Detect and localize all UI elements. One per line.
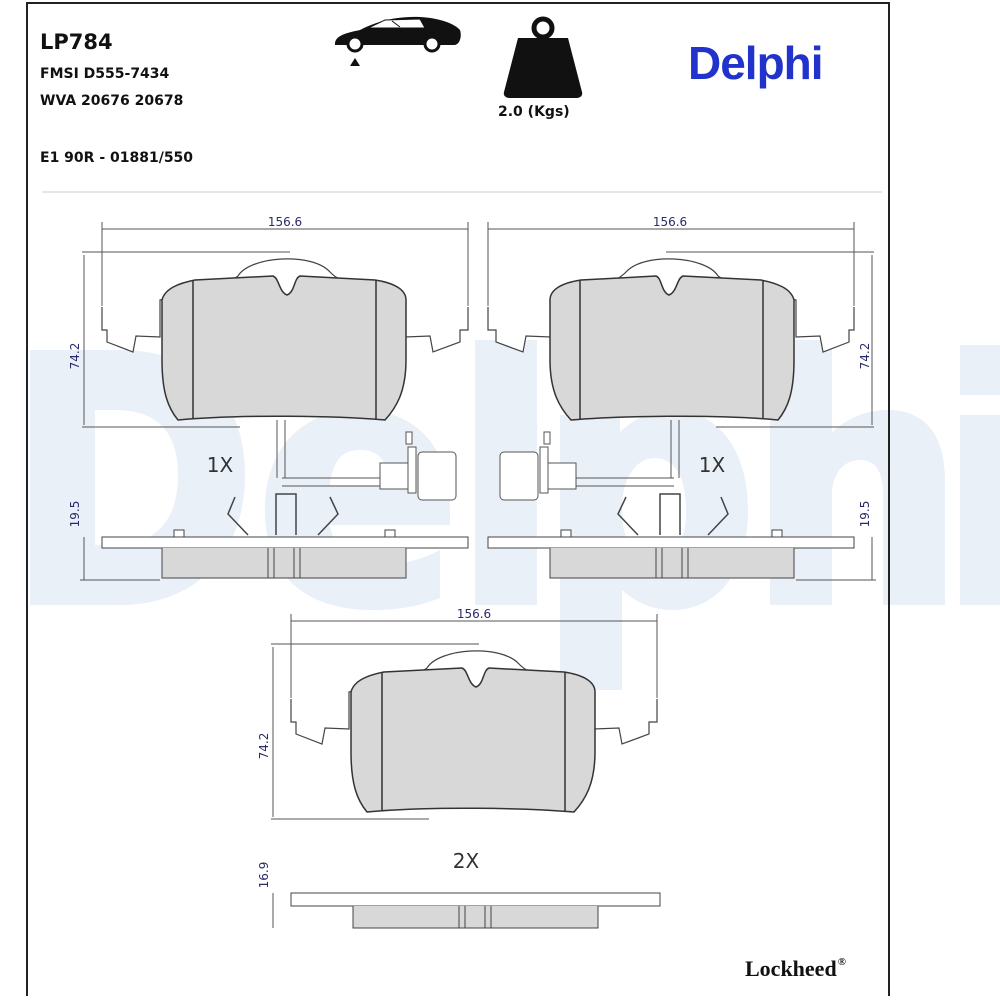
sheet-frame	[26, 2, 890, 996]
width-dimension: 156.6	[653, 215, 687, 229]
height-dimension: 74.2	[68, 343, 82, 370]
approval-number: E1 90R - 01881/550	[40, 150, 194, 166]
weight-label: 2.0 (Kgs)	[498, 104, 570, 120]
quantity-label: 1X	[699, 453, 726, 477]
thickness-dimension: 19.5	[858, 501, 872, 528]
car-front-axle-icon	[335, 16, 461, 66]
quantity-label: 2X	[453, 849, 480, 873]
lockheed-text: Lockheed	[745, 956, 837, 981]
pad-bottom-side	[272, 892, 661, 929]
part-code: LP784	[40, 30, 113, 54]
brand-logo: Delphi	[688, 37, 824, 89]
quantity-label: 1X	[207, 453, 234, 477]
width-dimension: 156.6	[268, 215, 302, 229]
wva-numbers: WVA 20676 20678	[40, 93, 184, 109]
height-dimension: 74.2	[858, 343, 872, 370]
height-dimension: 74.2	[257, 733, 271, 760]
width-dimension: 156.6	[457, 607, 491, 621]
fmsi-number: FMSI D555-7434	[40, 66, 170, 82]
thickness-dimension: 19.5	[68, 501, 82, 528]
thickness-dimension: 16.9	[257, 862, 271, 889]
weight-icon	[503, 16, 583, 98]
lockheed-logo: Lockheed®	[745, 956, 846, 982]
registered-mark: ®	[837, 956, 846, 968]
